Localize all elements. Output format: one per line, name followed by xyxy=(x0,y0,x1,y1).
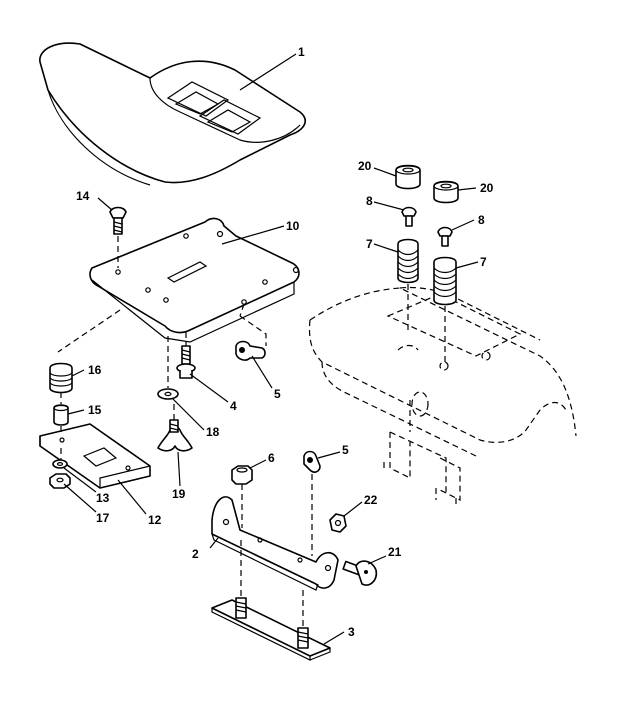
shoulder-bolt xyxy=(176,345,196,379)
callout-17: 17 xyxy=(96,511,110,525)
carriage-bolt xyxy=(109,206,127,235)
callout-14: 14 xyxy=(76,189,90,203)
callout-2: 2 xyxy=(192,547,199,561)
adjustment-knob xyxy=(157,419,193,452)
callout-19: 19 xyxy=(172,487,186,501)
seat-clip-upper xyxy=(235,340,266,361)
seat-pan xyxy=(89,217,300,343)
callout-8-left: 8 xyxy=(366,194,373,208)
spring-7-left xyxy=(397,238,419,284)
callout-20-left: 20 xyxy=(358,159,372,173)
callout-16: 16 xyxy=(88,363,102,377)
fender-frame-phantom xyxy=(308,286,577,508)
spring-7-right xyxy=(433,256,457,306)
spacer xyxy=(53,404,69,426)
callout-5-upper: 5 xyxy=(274,387,281,401)
stud-left xyxy=(235,597,247,619)
lock-nut xyxy=(329,513,347,533)
washer-13 xyxy=(52,459,68,469)
callout-12: 12 xyxy=(148,513,162,527)
screw-8-right xyxy=(437,226,453,247)
hex-nut xyxy=(231,465,253,485)
callout-7-right: 7 xyxy=(480,255,487,269)
base-plate xyxy=(211,599,331,661)
callout-15: 15 xyxy=(88,403,102,417)
callout-4: 4 xyxy=(230,399,237,413)
callout-20-right: 20 xyxy=(480,181,494,195)
screw-8-left xyxy=(401,206,417,227)
spacer-20-right xyxy=(433,180,459,204)
callout-5-lower: 5 xyxy=(342,443,349,457)
spacer-20-left xyxy=(395,164,421,190)
seat-spring-left xyxy=(49,362,73,394)
adjustment-knob-bolt xyxy=(342,560,378,586)
seat-mount-bracket xyxy=(211,496,339,591)
callout-labels: 1 2 3 4 5 5 6 7 7 8 8 10 12 13 14 15 16 … xyxy=(76,45,494,639)
callout-10: 10 xyxy=(286,219,300,233)
callout-21: 21 xyxy=(388,545,402,559)
callout-13: 13 xyxy=(96,491,110,505)
callout-8-right: 8 xyxy=(478,213,485,227)
callout-1: 1 xyxy=(298,45,305,59)
callout-22: 22 xyxy=(364,493,378,507)
seat-slide-rail xyxy=(39,423,151,489)
callout-6: 6 xyxy=(268,451,275,465)
callout-18: 18 xyxy=(206,425,220,439)
seat xyxy=(39,42,306,186)
callout-7-left: 7 xyxy=(366,237,373,251)
seat-clip-lower xyxy=(303,450,321,473)
washer-18 xyxy=(157,388,179,400)
stud-right xyxy=(297,627,309,649)
callout-3: 3 xyxy=(348,625,355,639)
leader-lines xyxy=(63,53,479,645)
